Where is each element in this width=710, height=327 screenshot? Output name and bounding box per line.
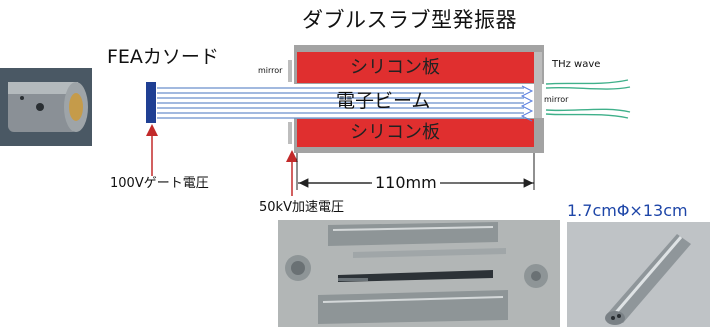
length-label: 110mm [372, 175, 440, 191]
fea-cathode [146, 82, 156, 123]
electron-beam [157, 87, 524, 119]
electron-beam-label: 電子ビーム [336, 90, 431, 112]
parts-photo [278, 220, 560, 327]
right-mirror [534, 52, 542, 146]
left-mirror-label: mirror [258, 66, 283, 75]
assembly-photo-drawing [567, 222, 710, 327]
gate-voltage-label: 100Vゲート電圧 [110, 176, 209, 191]
beam-reflection [520, 85, 534, 122]
cathode-photo [0, 68, 92, 146]
left-mirror-top [288, 60, 292, 82]
left-mirror-bottom [288, 122, 292, 144]
silicon-top-label: シリコン板 [350, 57, 440, 78]
cathode-photo-drawing [0, 68, 92, 146]
parts-photo-drawing [278, 220, 560, 327]
silicon-bottom-label: シリコン板 [350, 122, 440, 143]
upper-silicon-slab [297, 52, 534, 83]
cathode-label: FEAカソード [107, 46, 219, 68]
accel-voltage-label: 50kV加速電圧 [259, 200, 344, 215]
oscillator-title: ダブルスラブ型発振器 [302, 8, 517, 32]
thz-wave [545, 79, 631, 119]
lower-silicon-slab [297, 119, 534, 147]
thz-wave-label: THz wave [552, 59, 601, 70]
size-label: 1.7cmΦ×13cm [567, 201, 688, 220]
right-mirror-label: mirror [544, 95, 569, 104]
assembly-photo [567, 222, 710, 327]
